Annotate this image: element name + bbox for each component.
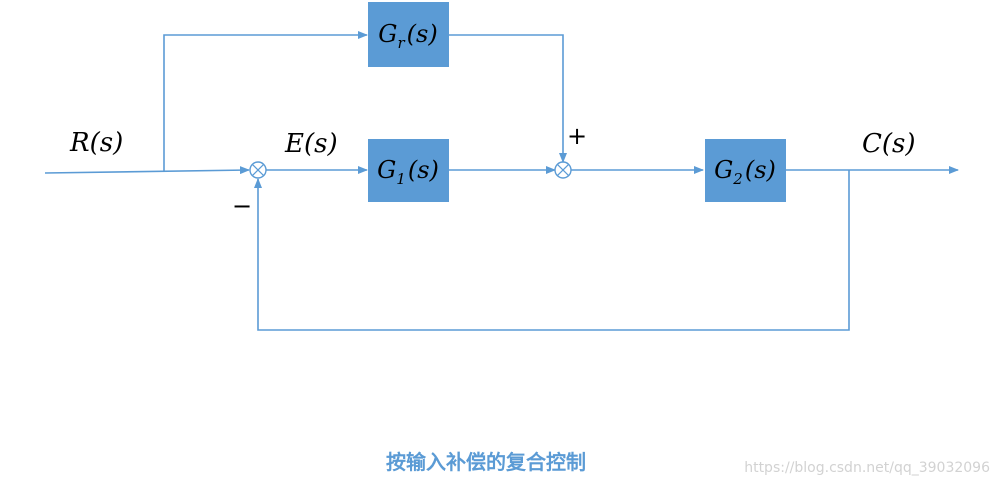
- summing-junction-1: [249, 161, 267, 179]
- error-signal-label: E(s): [284, 129, 338, 159]
- block-gr-label: Gr(s): [378, 20, 437, 52]
- block-g1: G1(s): [368, 139, 449, 202]
- block-g1-label: G1(s): [377, 156, 439, 188]
- block-g2: G2(s): [705, 139, 786, 202]
- feedforward-wire: [163, 31, 368, 172]
- plus-sign: +: [567, 122, 587, 150]
- gr-output-wire: [449, 34, 567, 163]
- figure-caption: 按输入补偿的复合控制: [386, 450, 586, 474]
- block-g2-label: G2(s): [714, 156, 776, 188]
- watermark: https://blog.csdn.net/qq_39032096: [744, 460, 990, 476]
- input-signal-label: R(s): [69, 128, 123, 158]
- input-wire: [44, 166, 250, 175]
- output-signal-label: C(s): [862, 129, 916, 159]
- block-gr: Gr(s): [368, 2, 449, 67]
- feedback-wire: [254, 170, 850, 331]
- summing-junction-2: [554, 161, 572, 179]
- minus-sign: −: [232, 192, 252, 220]
